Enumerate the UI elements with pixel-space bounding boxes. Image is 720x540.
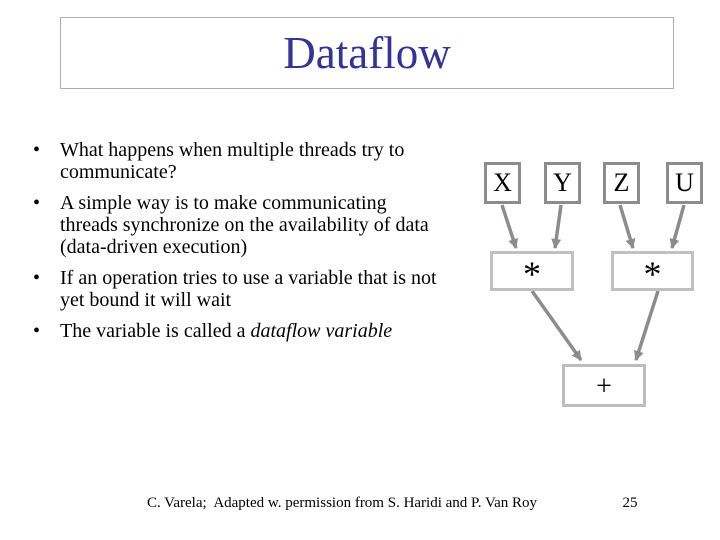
arrow-y-to-mul1 [551, 204, 563, 249]
arrow-z-to-mul2 [618, 204, 636, 249]
multiply-box-2-label: * [643, 254, 662, 294]
var-box-z-label: Z [613, 168, 630, 197]
arrow-mul1-to-plus [530, 289, 583, 362]
bullet-item: • If an operation tries to use a variable… [30, 267, 462, 311]
var-box-y: Y [544, 162, 581, 204]
var-box-x: X [484, 162, 521, 204]
slide-title: Dataflow [283, 28, 451, 78]
plus-box: + [562, 364, 646, 407]
bullet-text: The variable is called a dataflow variab… [60, 320, 393, 342]
bullet-text: If an operation tries to use a variable … [60, 267, 437, 311]
var-box-z: Z [603, 162, 640, 204]
bullet-item: • What happens when multiple threads try … [30, 139, 462, 183]
bullet-icon: • [33, 192, 41, 214]
bullet-italic-text: dataflow variable [250, 320, 393, 342]
arrow-mul2-to-plus [633, 290, 660, 361]
bullet-list: • What happens when multiple threads try … [30, 139, 462, 351]
bullet-icon: • [33, 139, 41, 161]
var-box-u-label: U [675, 168, 694, 197]
bullet-item: • The variable is called a dataflow varia… [30, 320, 462, 342]
arrow-x-to-mul1 [500, 204, 518, 249]
multiply-box-1-label: * [523, 254, 541, 294]
page-number: 25 [622, 495, 638, 511]
arrow-u-to-mul2 [669, 204, 686, 249]
title-box: Dataflow [60, 17, 674, 89]
bullet-text: What happens when multiple threads try t… [60, 139, 405, 183]
multiply-box-2: * [611, 251, 694, 294]
multiply-box-1: * [490, 251, 574, 294]
var-box-y-label: Y [553, 168, 572, 197]
bullet-icon: • [33, 320, 41, 342]
bullet-icon: • [33, 267, 41, 289]
var-box-x-label: X [493, 168, 512, 197]
plus-box-label: + [596, 370, 612, 402]
var-box-u: U [666, 162, 703, 204]
footer-credit: C. Varela; Adapted w. permission from S.… [146, 495, 538, 511]
